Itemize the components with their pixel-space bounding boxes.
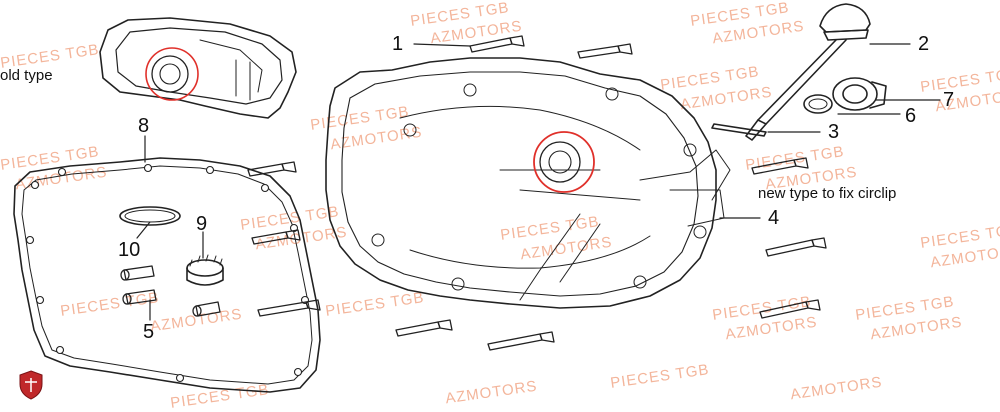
oil-dipstick xyxy=(745,3,871,141)
bolt-set xyxy=(247,35,827,351)
callout-1: 1 xyxy=(392,33,404,55)
seal-highlight xyxy=(533,131,595,193)
callout-8: 8 xyxy=(138,115,150,137)
crankcase-cover xyxy=(325,57,731,309)
callout-2: 2 xyxy=(918,33,930,55)
gear-part xyxy=(186,254,224,286)
dowel-pins xyxy=(120,265,221,317)
callout-5: 5 xyxy=(143,321,155,343)
callout-10: 10 xyxy=(118,239,141,261)
old-type-note: old type xyxy=(0,67,53,84)
callout-7: 7 xyxy=(943,89,955,111)
callout-6: 6 xyxy=(905,105,917,127)
leader-lines xyxy=(136,43,941,321)
drain-plug xyxy=(832,77,887,111)
seal-highlight xyxy=(145,47,199,101)
gasket xyxy=(13,157,321,393)
callout-3: 3 xyxy=(828,121,840,143)
circlip xyxy=(119,206,181,226)
new-type-note: new type to fix circlip xyxy=(758,185,897,202)
callout-4: 4 xyxy=(768,207,780,229)
pin xyxy=(711,123,767,137)
old-type-cover-inset xyxy=(99,17,297,119)
callout-9: 9 xyxy=(196,213,208,235)
o-ring xyxy=(803,94,833,114)
shield-logo-icon xyxy=(19,370,43,400)
